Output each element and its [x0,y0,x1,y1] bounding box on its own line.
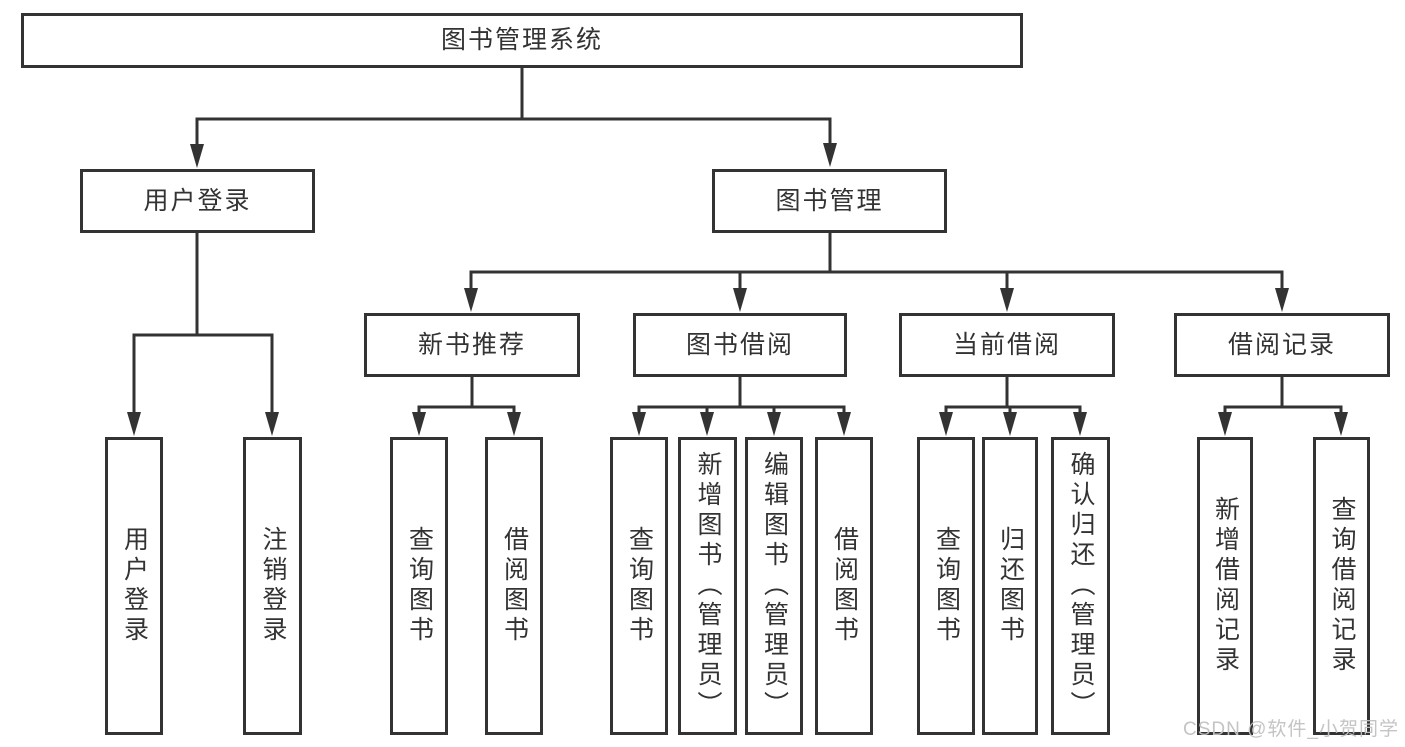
leaf-borrow-books: 借阅图书 [815,437,873,735]
leaf-edit-books-admin: 编辑图书（管理员） [745,437,803,735]
node-new-book-recommend: 新书推荐 [364,313,580,377]
leaf-query-books-current: 查询图书 [917,437,975,735]
leaf-add-borrow-record: 新增借阅记录 [1197,437,1253,735]
leaf-query-borrow-record: 查询借阅记录 [1313,437,1370,735]
node-current-borrow: 当前借阅 [899,313,1115,377]
node-book-management: 图书管理 [712,169,947,233]
leaf-logout: 注销登录 [243,437,302,735]
node-root-library-system: 图书管理系统 [21,13,1023,68]
csdn-watermark: CSDN @软件_小贺同学 [1183,719,1399,740]
leaf-borrow-books-recommend: 借阅图书 [485,437,543,735]
leaf-user-login: 用户登录 [105,437,163,735]
leaf-confirm-return-admin: 确认归还（管理员） [1051,437,1110,735]
node-borrow-records: 借阅记录 [1174,313,1390,377]
leaf-add-books-admin: 新增图书（管理员） [678,437,737,735]
leaf-query-books-borrow: 查询图书 [610,437,668,735]
leaf-return-books: 归还图书 [982,437,1038,735]
node-book-borrow: 图书借阅 [633,313,847,377]
leaf-query-books-recommend: 查询图书 [390,437,448,735]
node-user-login: 用户登录 [80,169,315,233]
